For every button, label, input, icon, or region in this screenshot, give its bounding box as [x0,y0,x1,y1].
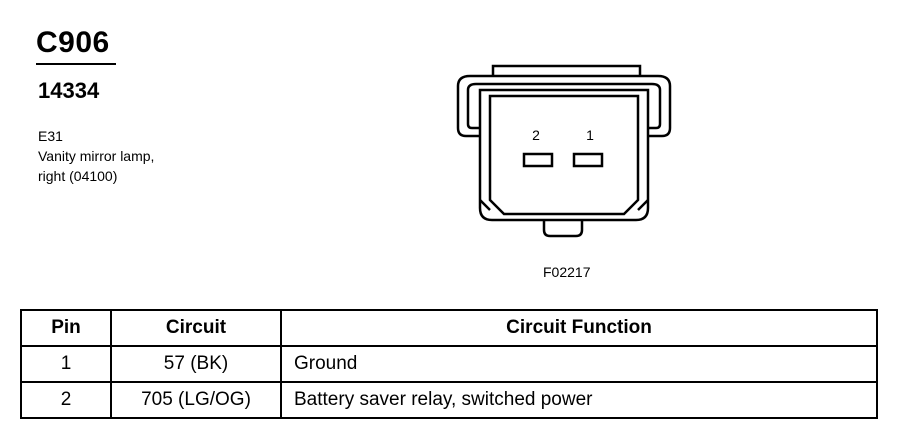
description-line-2: right (04100) [38,168,118,184]
component-description: E31 Vanity mirror lamp, right (04100) [38,126,154,186]
description-line-1: Vanity mirror lamp, [38,148,155,164]
circuit-cell: 57 (BK) [110,345,282,383]
part-number: 14334 [38,78,100,103]
component-code: E31 [38,128,63,144]
pin-label-2: 2 [532,127,540,143]
connector-top-tab [491,64,642,76]
connector-body-outer [478,88,650,222]
connector-drawing: 2 1 [456,64,672,238]
table-row: 2 705 (LG/OG) Battery saver relay, switc… [20,381,878,419]
connector-face-view: 2 1 [440,50,680,250]
table-header-row: Pin Circuit Circuit Function [20,309,878,347]
header-circuit: Circuit [110,309,282,347]
connector-latch-outer [456,74,672,138]
header-pin: Pin [20,309,112,347]
connector-bevel-left [479,199,491,211]
function-cell: Battery saver relay, switched power [280,381,878,419]
connector-key-tab [542,220,584,238]
connector-id-underline [36,63,116,65]
connector-bevel-right [637,199,649,211]
table-row: 1 57 (BK) Ground [20,345,878,383]
connector-id: C906 [36,26,110,59]
pin-cavity-2 [522,152,554,168]
pin-cell: 2 [20,381,112,419]
figure-code: F02217 [543,264,591,280]
connector-latch-inner [466,82,662,130]
header-circuit-function: Circuit Function [280,309,878,347]
function-cell: Ground [280,345,878,383]
pin-cavity-1 [572,152,604,168]
connector-body-inner [488,94,640,216]
pin-table: Pin Circuit Circuit Function 1 57 (BK) G… [20,309,878,419]
pin-label-1: 1 [586,127,594,143]
pin-cell: 1 [20,345,112,383]
circuit-cell: 705 (LG/OG) [110,381,282,419]
